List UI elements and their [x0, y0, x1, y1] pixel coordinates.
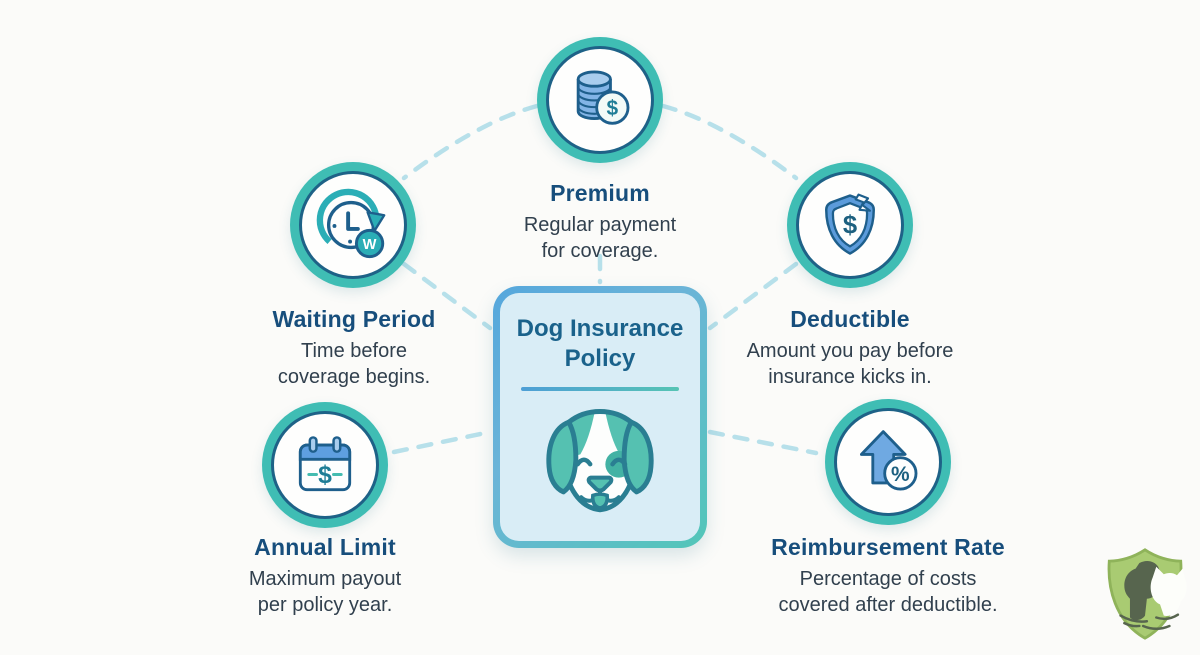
premium-desc-line2: for coverage. [541, 240, 659, 262]
svg-text:$: $ [843, 212, 857, 240]
premium-badge-inner: $ [546, 46, 654, 154]
reimbursement-rate-desc-line2: covered after deductible. [778, 594, 998, 616]
deductible-desc-line2: insurance kicks in. [768, 366, 932, 388]
deductible-title: Deductible [790, 306, 910, 332]
annual-limit-desc-line1: Maximum payout [248, 568, 402, 590]
svg-text:$: $ [318, 462, 332, 489]
deductible-desc-line1: Amount you pay before [746, 340, 954, 362]
clock-history-icon: W [316, 188, 386, 259]
connector-annual-to-card [391, 429, 493, 455]
reimbursement-rate-desc-line1: Percentage of costs [799, 568, 977, 590]
annual-limit-desc-line2: per policy year. [257, 594, 393, 616]
deductible-badge-inner: $ [796, 171, 904, 279]
arrow-up-percent-icon: % [859, 430, 918, 491]
deductible-node: Deductible Amount you pay before insuran… [690, 306, 1010, 390]
card-divider [521, 387, 679, 391]
waiting-period-title: Waiting Period [272, 306, 436, 332]
connector-waiting-to-premium [401, 103, 540, 181]
calendar-dollar-icon: $ [298, 436, 352, 492]
reimbursement-rate-badge: % [825, 399, 951, 525]
annual-limit-badge: $ [262, 402, 388, 528]
connector-waiting-to-card [401, 261, 493, 331]
reimbursement-rate-node: Reimbursement Rate Percentage of costs c… [728, 534, 1048, 618]
annual-limit-node: Annual Limit Maximum payout per policy y… [165, 534, 485, 618]
waiting-period-node: Waiting Period Time before coverage begi… [194, 306, 514, 390]
premium-badge: $ [537, 37, 663, 163]
reimbursement-rate-title: Reimbursement Rate [771, 534, 1005, 560]
waiting-period-desc-line1: Time before [301, 340, 407, 362]
policy-card-title-line1: Dog Insurance [516, 315, 684, 342]
policy-card-title: Dog Insurance Policy [500, 314, 700, 374]
connector-reimbursement-to-card [707, 429, 819, 456]
connector-deductible-to-card [707, 261, 799, 331]
annual-limit-title: Annual Limit [254, 534, 396, 560]
cracked-shield-dollar-icon: $ [825, 193, 875, 255]
svg-text:$: $ [607, 97, 619, 120]
waiting-period-badge: W [290, 162, 416, 288]
policy-card-title-line2: Policy [564, 345, 636, 372]
annual-limit-badge-inner: $ [271, 411, 379, 519]
waiting-period-desc-line2: coverage begins. [277, 366, 431, 388]
waiting-period-badge-inner: W [299, 171, 407, 279]
premium-desc-line1: Regular payment [523, 214, 677, 236]
dog-face-icon [546, 409, 654, 513]
deductible-badge: $ [787, 162, 913, 288]
svg-text:W: W [363, 237, 377, 253]
policy-card: Dog Insurance Policy [493, 286, 707, 548]
connector-premium-to-deductible [660, 103, 799, 181]
reimbursement-rate-badge-inner: % [834, 408, 942, 516]
coins-dollar-icon: $ [576, 70, 630, 125]
premium-title: Premium [550, 180, 650, 206]
svg-text:%: % [891, 463, 910, 486]
premium-node: Premium Regular payment for coverage. [440, 180, 760, 264]
pet-shield-dog-cat-logo [1107, 548, 1187, 640]
